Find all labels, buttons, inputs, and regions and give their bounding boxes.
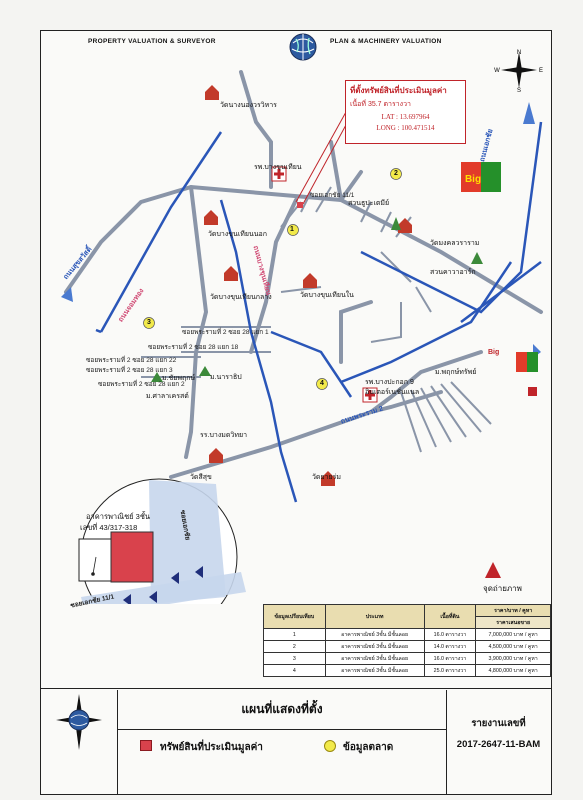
cell: 4,800,000 บาท / คูหา: [475, 664, 551, 677]
subject-lat: LAT : 13.697964: [381, 113, 430, 121]
temple-icons: [204, 85, 412, 486]
label-soi-5: ซอยพระรามที่ 2 ซอย 28 แยก 1: [182, 329, 269, 336]
label-m-chaiyaphruek: ม.ชัยพฤกษ์: [162, 375, 196, 382]
label-soi-2: ซอยพระรามที่ 2 ซอย 28 แยก 18: [148, 344, 239, 351]
cell: อาคารพาณิชย์ 3ชั้น มีชั้นลอย: [324, 628, 425, 641]
legend-subject-label: ทรัพย์สินที่ประเมินมูลค่า: [160, 742, 263, 753]
table-row: 2 อาคารพาณิชย์ 3ชั้น มีชั้นลอย 14.0 ตารา…: [263, 640, 551, 653]
svg-text:Big: Big: [465, 174, 481, 185]
th-price-top: ราคา/บาท / คูหา: [475, 604, 551, 617]
compass-s: S: [517, 88, 521, 92]
footer-hline: [118, 729, 446, 730]
table-row: 1 อาคารพาณิชย์ 3ชั้น มีชั้นลอย 16.0 ตารา…: [263, 628, 551, 641]
compass-e: E: [539, 68, 543, 74]
label-soi: ซอยเอกชัย 11/1: [310, 192, 355, 199]
subject-title: ที่ตั้งทรัพย์สินที่ประเมินมูลค่า: [350, 86, 447, 95]
th-price: ราคาเสนอขาย: [475, 616, 551, 629]
cell: 1: [263, 628, 326, 641]
label-hosp-bangpakok-2: อินเตอร์เนชั่นแนล: [365, 389, 420, 396]
cell: 14.0 ตารางวา: [423, 640, 477, 653]
location-map: Big: [61, 70, 543, 604]
cell: 25.0 ตารางวา: [423, 664, 477, 677]
market-comparison-table: ข้อมูลเปรียบเทียบ ประเภท เนื้อที่ดิน ราค…: [263, 604, 551, 677]
compass-w: W: [494, 68, 500, 74]
inset-subject-plot: [110, 531, 154, 583]
cell: อาคารพาณิชย์ 3ชั้น มีชั้นลอย: [324, 640, 425, 653]
main-roads: [99, 121, 543, 503]
legend-market-swatch: [324, 740, 336, 752]
compass-rose: N S E W: [494, 50, 543, 92]
label-big-c: Big: [488, 349, 500, 356]
subject-area: เนื้อที่ 35.7 ตารางวา: [350, 101, 411, 108]
label-wat-nok: วัดบางขุนเทียนนอก: [208, 231, 267, 238]
report-label: รายงานเลขที่: [471, 718, 526, 729]
label-soi-4: ซอยพระรามที่ 2 ซอย 28 แยก 2: [98, 381, 185, 388]
mall-icon: [528, 387, 537, 396]
market-marker-3: 3: [147, 319, 151, 326]
cell: 7,000,000 บาท / คูหา: [475, 628, 551, 641]
camera-arrows: [123, 566, 203, 604]
header-right: PLAN & MACHINERY VALUATION: [330, 38, 442, 45]
legend-market-label: ข้อมูลตลาด: [343, 742, 394, 753]
label-hosp-bangpakok: รพ.บางปะกอก 9: [365, 379, 414, 386]
label-school: รร.บางมดวิทยา: [200, 432, 247, 439]
th-area: เนื้อที่ดิน: [423, 604, 477, 629]
subject-long: LONG : 100.471514: [376, 124, 435, 132]
label-m-pruksa: ม.พฤกษ์ทรัพย์: [435, 369, 477, 376]
cell: 3: [263, 652, 326, 665]
label-m-suksan: ม.ศาลาเครสต์: [146, 393, 189, 400]
compass-n: N: [517, 50, 521, 56]
label-soi-3: ซอยพระรามที่ 2 ซอย 28 แยก 3: [86, 367, 173, 374]
inset-detail: [78, 480, 246, 604]
label-m-narathip: ม.นาราธิป: [210, 374, 242, 381]
label-wat-nai: วัดบางขุนเทียนใน: [300, 292, 354, 299]
cell: 4: [263, 664, 326, 677]
th-compare: ข้อมูลเปรียบเทียบ: [263, 604, 326, 629]
big-c-icons: Big: [461, 162, 538, 372]
header-left: PROPERTY VALUATION & SURVEYOR: [88, 38, 216, 45]
table-row: 3 อาคารพาณิชย์ 3ชั้น มีชั้นลอย 16.0 ตารา…: [263, 652, 551, 665]
footer-divider-right: [446, 690, 447, 794]
subject-info-box: ที่ตั้งทรัพย์สินที่ประเมินมูลค่า เนื้อที…: [345, 80, 466, 144]
cell: 16.0 ตารางวา: [423, 628, 477, 641]
market-marker-2: 2: [394, 170, 398, 177]
label-wat-nang-nong: วัดนางนองวรวิหาร: [220, 102, 277, 109]
camera-label: จุดถ่ายภาพ: [483, 584, 522, 593]
legend-subject-swatch: [140, 740, 152, 751]
cell: อาคารพาณิชย์ 3ชั้น มีชั้นลอย: [324, 652, 425, 665]
footer-title: แผนที่แสดงที่ตั้ง: [241, 702, 323, 716]
subject-marker: [297, 202, 303, 208]
market-marker-1: 1: [290, 226, 294, 233]
inset-building-label: อาคารพาณิชย์ 3ชั้น: [86, 512, 151, 521]
market-markers: [143, 168, 402, 390]
cell: 4,500,000 บาท / คูหา: [475, 640, 551, 653]
camera-legend-icon: [485, 562, 501, 578]
park-icons: [151, 217, 483, 382]
th-type: ประเภท: [324, 604, 425, 629]
label-park: สวนธูปะเตมีย์: [348, 200, 390, 207]
hospital-icons: [271, 166, 378, 403]
label-park2: สวนคาวาอาร์ก: [430, 269, 476, 276]
footer-divider-left: [117, 690, 118, 794]
cell: 2: [263, 640, 326, 653]
footer-compass-logo: [56, 694, 102, 750]
table-row: 4 อาคารพาณิชย์ 3ชั้น มีชั้นลอย 25.0 ตารา…: [263, 664, 551, 677]
label-hosp-bangkhunthian: รพ.บางขุนเทียน: [254, 164, 302, 171]
label-soi-1: ซอยพระรามที่ 2 ซอย 28 แยก 22: [86, 357, 177, 364]
label-wat-yaikhom: วัดยายร่ม: [312, 474, 341, 481]
market-marker-4: 4: [320, 380, 324, 387]
label-wat-mongkol: วัดมงคลวราราม: [430, 240, 480, 247]
world-valuation-logo: [289, 33, 317, 61]
cell: อาคารพาณิชย์ 3ชั้น มีชั้นลอย: [324, 664, 425, 677]
inset-lot-label: เลขที่ 43/317-318: [80, 523, 138, 532]
callout-line: [295, 111, 347, 203]
report-number: 2017-2647-11-BAM: [456, 739, 541, 750]
cell: 3,900,000 บาท / คูหา: [475, 652, 551, 665]
footer-panel: [41, 688, 551, 794]
cell: 16.0 ตารางวา: [423, 652, 477, 665]
label-wat-sisuk: วัดสีสุข: [190, 474, 212, 481]
label-wat-klang: วัดบางขุนเทียนกลาง: [210, 294, 272, 301]
